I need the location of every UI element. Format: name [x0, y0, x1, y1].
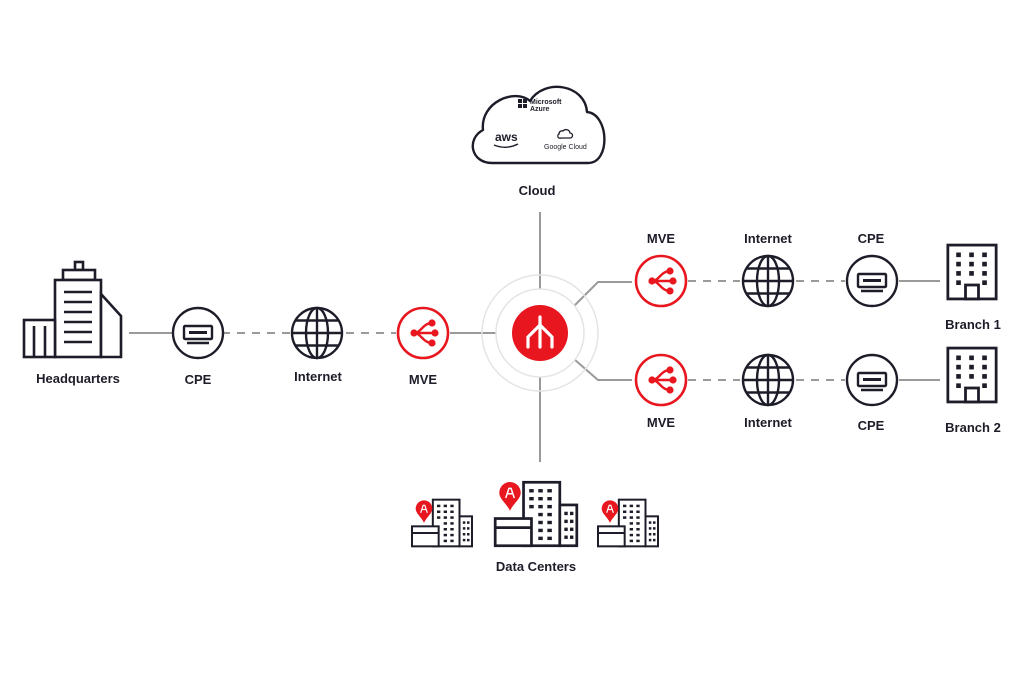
headquarters-label: Headquarters	[36, 371, 120, 386]
datacenters-label: Data Centers	[496, 559, 576, 574]
microsoft-logo-icon	[518, 99, 527, 108]
globe-icon	[290, 306, 344, 360]
hq-internet-label: Internet	[294, 369, 342, 384]
location-pin-icon	[498, 482, 522, 512]
branch2-label: Branch 2	[945, 420, 1001, 435]
branch1-cpe-label: CPE	[858, 231, 885, 246]
azure-label-line2: Azure	[530, 106, 550, 113]
hq-cpe-label: CPE	[185, 372, 212, 387]
branch2-cpe-label: CPE	[858, 418, 885, 433]
branch2-cpe-node: CPE	[845, 353, 899, 433]
location-pin-icon	[601, 500, 619, 524]
branch2-internet-label: Internet	[744, 415, 792, 430]
branch2-mve-label: MVE	[647, 415, 676, 430]
share-node-icon	[396, 306, 450, 360]
cloud-node: Microsoft Azure aws Google Cloud Cloud	[471, 85, 606, 198]
office-building-icon	[22, 260, 123, 359]
aws-logo: aws	[495, 130, 518, 144]
branch2-internet-node: Internet	[741, 353, 795, 430]
megaport-hub	[481, 274, 599, 392]
branch1-node: Branch 1	[945, 243, 1001, 332]
router-device-icon	[845, 254, 899, 308]
branch1-mve-label: MVE	[647, 231, 676, 246]
branch1-internet-node: Internet	[741, 231, 795, 308]
cloud-icon	[471, 85, 606, 165]
aws-smile-icon	[493, 143, 519, 148]
share-node-icon	[634, 254, 688, 308]
hq-internet-node: Internet	[290, 306, 344, 384]
branch1-mve-node: MVE	[634, 231, 688, 308]
hq-mve-label: MVE	[409, 372, 438, 387]
globe-icon	[741, 254, 795, 308]
google-cloud-label: Google Cloud	[544, 144, 587, 151]
branch1-cpe-node: CPE	[845, 231, 899, 308]
globe-icon	[741, 353, 795, 407]
branch2-node: Branch 2	[945, 346, 1001, 435]
branch2-mve-node: MVE	[634, 353, 688, 430]
datacenters-node: Data Centers	[410, 480, 660, 574]
office-building-icon	[946, 346, 998, 404]
office-building-icon	[946, 243, 998, 301]
share-node-icon	[634, 353, 688, 407]
location-pin-icon	[415, 500, 433, 524]
router-device-icon	[171, 306, 225, 360]
headquarters-node: Headquarters	[22, 260, 123, 386]
branch1-internet-label: Internet	[744, 231, 792, 246]
hq-mve-node: MVE	[396, 306, 450, 387]
cloud-label: Cloud	[519, 183, 556, 198]
google-cloud-icon	[557, 128, 574, 139]
hq-cpe-node: CPE	[171, 306, 225, 387]
azure-label-line1: Microsoft	[530, 99, 562, 106]
router-device-icon	[845, 353, 899, 407]
branch1-label: Branch 1	[945, 317, 1001, 332]
